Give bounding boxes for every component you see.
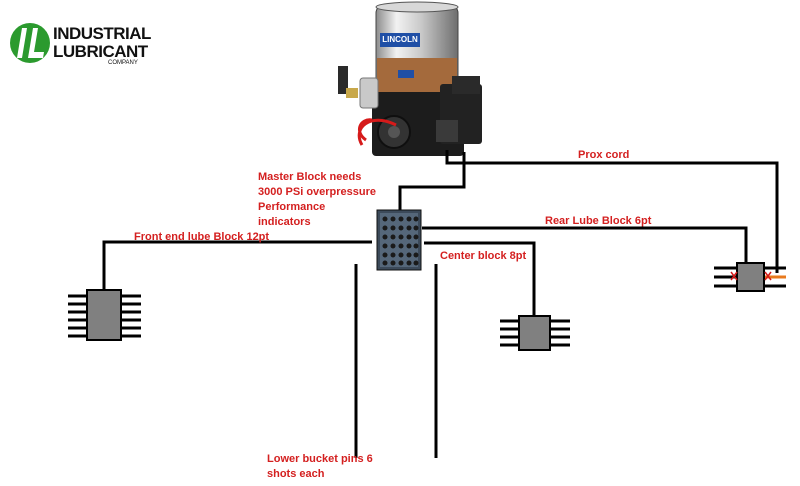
rear-block-label: Rear Lube Block 6pt [545, 215, 652, 227]
front-end-block [68, 289, 141, 341]
lincoln-pump [338, 1, 482, 156]
pump-brand-plate [380, 33, 420, 47]
master-block [376, 209, 422, 271]
logo-line-3: COMPANY [108, 60, 138, 66]
lower-bucket-label-2: shots each [267, 468, 325, 480]
lube-lines [102, 150, 779, 458]
rear-block [714, 262, 786, 292]
logo-line-2: LUBRICANT [53, 42, 148, 61]
lower-bucket-label-1: Lower bucket pins 6 [267, 453, 373, 465]
pump-brand-label: LINCOLN [382, 35, 418, 44]
center-block-label: Center block 8pt [440, 250, 527, 262]
front-block-label: Front end lube Block 12pt [134, 231, 270, 243]
master-block-note-4: indicators [258, 216, 311, 228]
prox-cord-label: Prox cord [578, 149, 630, 161]
center-block [500, 315, 570, 351]
master-block-note-2: 3000 PSi overpressure [258, 186, 377, 198]
company-logo [10, 23, 50, 63]
red-supply-wire [357, 118, 397, 146]
master-block-note-3: Performance [258, 201, 326, 213]
logo-line-1: INDUSTRIAL [53, 24, 151, 43]
master-block-note-1: Master Block needs [258, 171, 362, 183]
rear-block-red-marks [730, 271, 772, 281]
